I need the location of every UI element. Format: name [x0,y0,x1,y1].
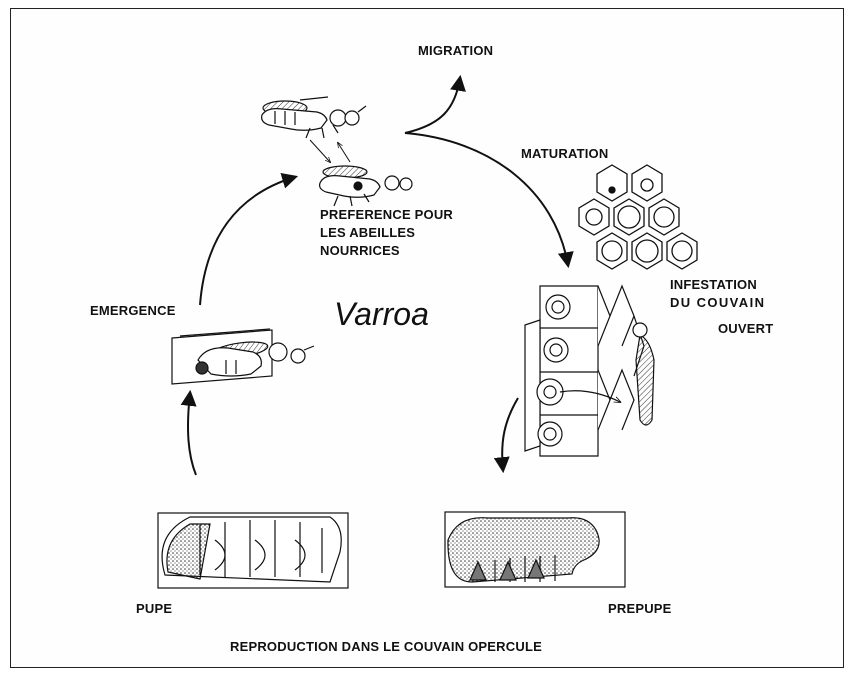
capped-cells-icon [525,286,654,456]
maturation-label: MATURATION [521,145,608,163]
infestation-label-line3: OUVERT [718,320,773,338]
nurse-bee-icon [320,166,412,206]
pupa-icon [158,513,348,588]
adult-bee-icon [262,97,366,138]
prepupa-icon [445,512,625,587]
prepupe-label: PREPUPE [608,600,672,618]
infestation-label-line1: INFESTATION [670,276,757,294]
to-prepupe-arrow [502,398,518,470]
to-nurse-arrow [310,140,330,162]
migration-label: MIGRATION [418,42,493,60]
infestation-label-line2: DU COUVAIN [670,294,765,312]
diagram-title: Varroa [334,296,429,333]
emergence-label: EMERGENCE [90,302,176,320]
to-adult-arrow [338,143,350,162]
pupe-to-emergence-arrow [188,393,196,475]
emergence-to-nurse-arrow [200,177,295,305]
brood-cells-icon [579,165,697,269]
emerging-bee-icon [172,329,314,384]
migration-arrow [405,78,460,133]
pupe-label: PUPE [136,600,172,618]
reproduction-label: REPRODUCTION DANS LE COUVAIN OPERCULE [230,638,542,656]
cycle-arrows [188,78,568,475]
preference-label-line2: LES ABEILLES [320,224,415,242]
preference-label-line1: PREFERENCE POUR [320,206,453,224]
preference-label-line3: NOURRICES [320,242,400,260]
